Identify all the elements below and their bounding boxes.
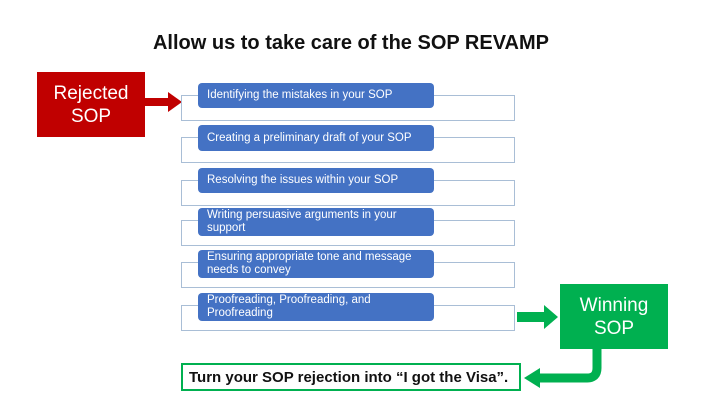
step-3: Resolving the issues within your SOP <box>198 168 434 193</box>
rejected-sop-box: Rejected SOP <box>37 72 145 137</box>
winning-arrow <box>517 305 558 329</box>
step-2: Creating a preliminary draft of your SOP <box>198 125 434 151</box>
return-arrow <box>538 349 602 383</box>
rejected-arrow <box>145 92 182 112</box>
step-5: Ensuring appropriate tone and message ne… <box>198 250 434 278</box>
diagram-title: Allow us to take care of the SOP REVAMP <box>152 32 549 54</box>
step-1: Identifying the mistakes in your SOP <box>198 83 434 108</box>
step-4: Writing persuasive arguments in your sup… <box>198 208 434 236</box>
tagline-box: Turn your SOP rejection into “I got the … <box>181 363 521 391</box>
step-6: Proofreading, Proofreading, and Proofrea… <box>198 293 434 321</box>
winning-sop-box: Winning SOP <box>560 284 668 349</box>
